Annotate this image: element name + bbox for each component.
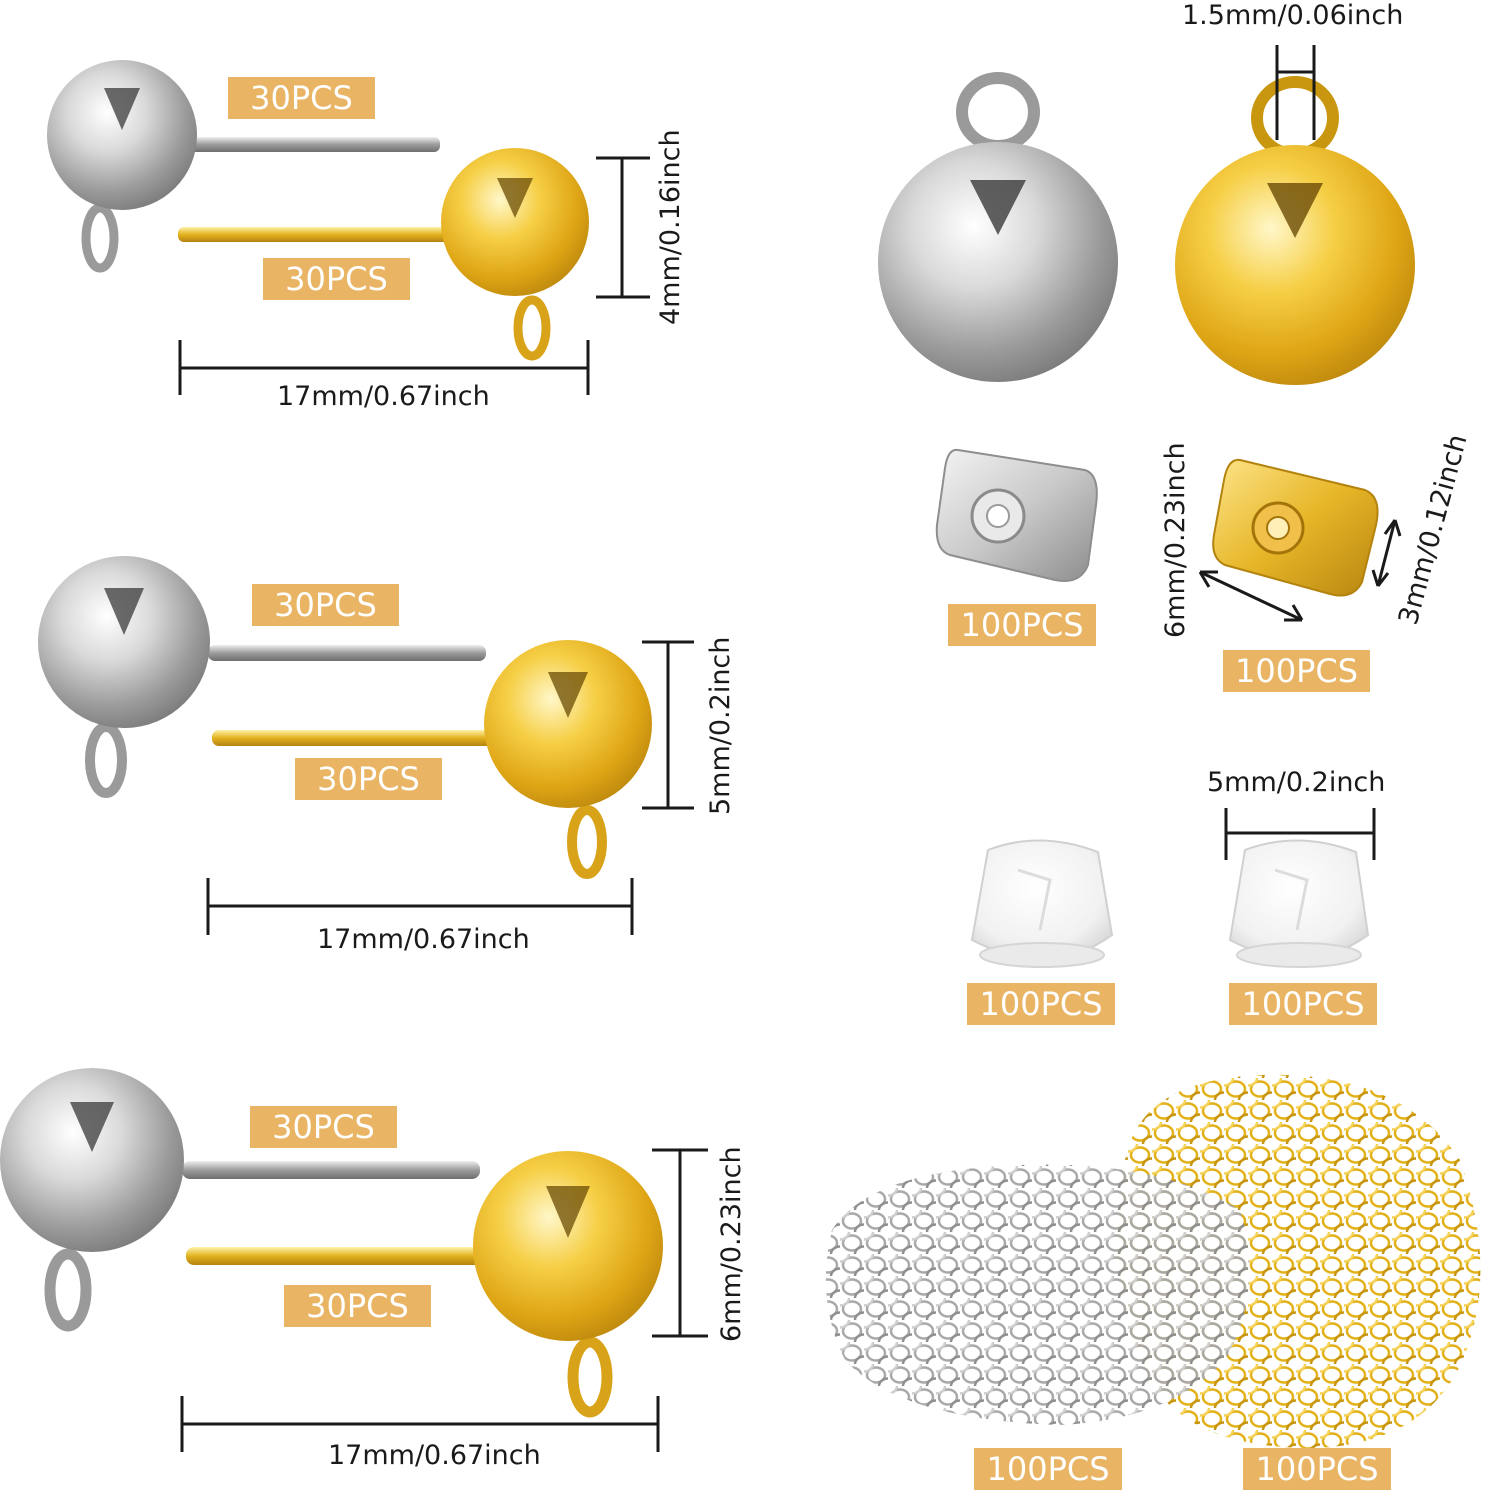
stud-set-medium bbox=[38, 556, 652, 879]
qty-badge-gold-stud-medium: 30PCS bbox=[295, 758, 442, 800]
silver-ball-stud bbox=[38, 556, 486, 798]
qty-badge-silver-jump-rings: 100PCS bbox=[974, 1448, 1122, 1490]
silver-ball-stud bbox=[0, 1068, 480, 1332]
stud-set-large bbox=[0, 1068, 663, 1418]
length-label-small: 17mm/0.67inch bbox=[277, 381, 490, 412]
qty-badge-silver-stud-small: 30PCS bbox=[228, 77, 375, 119]
qty-badge-gold-stud-small: 30PCS bbox=[263, 258, 410, 300]
length-label-medium: 17mm/0.67inch bbox=[317, 924, 530, 955]
dimension-lines bbox=[178, 45, 1402, 1452]
gold-butterfly-back bbox=[1212, 458, 1379, 597]
rubber-back-right bbox=[1228, 839, 1370, 968]
charm-loop-size-label: 1.5mm/0.06inch bbox=[1182, 0, 1404, 31]
gold-ball-charm bbox=[1175, 76, 1415, 385]
length-label-large: 17mm/0.67inch bbox=[328, 1440, 541, 1471]
qty-badge-silver-butterfly-back: 100PCS bbox=[948, 604, 1096, 646]
gold-ball-stud bbox=[212, 640, 652, 879]
gold-ball-stud bbox=[186, 1151, 663, 1418]
qty-badge-silver-stud-large: 30PCS bbox=[250, 1106, 397, 1148]
ball-size-label-medium: 5mm/0.2inch bbox=[705, 636, 736, 815]
qty-badge-rubber-back-left: 100PCS bbox=[967, 983, 1115, 1025]
silver-butterfly-back bbox=[935, 448, 1098, 582]
silver-ball-charm bbox=[878, 72, 1118, 382]
qty-badge-rubber-back-right: 100PCS bbox=[1229, 983, 1377, 1025]
gold-ball-stud bbox=[178, 148, 589, 361]
silver-ball-stud bbox=[47, 60, 440, 273]
silver-jump-rings-pile bbox=[825, 1164, 1250, 1425]
ball-size-label-small: 4mm/0.16inch bbox=[655, 129, 686, 325]
qty-badge-gold-stud-large: 30PCS bbox=[284, 1285, 431, 1327]
qty-badge-gold-jump-rings: 100PCS bbox=[1243, 1448, 1391, 1490]
butterfly-width-label: 6mm/0.23inch bbox=[1160, 442, 1191, 638]
qty-badge-silver-stud-medium: 30PCS bbox=[252, 584, 399, 626]
rubber-back-size-label: 5mm/0.2inch bbox=[1207, 767, 1386, 798]
ball-size-label-large: 6mm/0.23inch bbox=[716, 1146, 747, 1342]
stud-set-small bbox=[47, 60, 589, 361]
rubber-back-left bbox=[970, 839, 1114, 968]
qty-badge-gold-butterfly-back: 100PCS bbox=[1223, 650, 1370, 692]
